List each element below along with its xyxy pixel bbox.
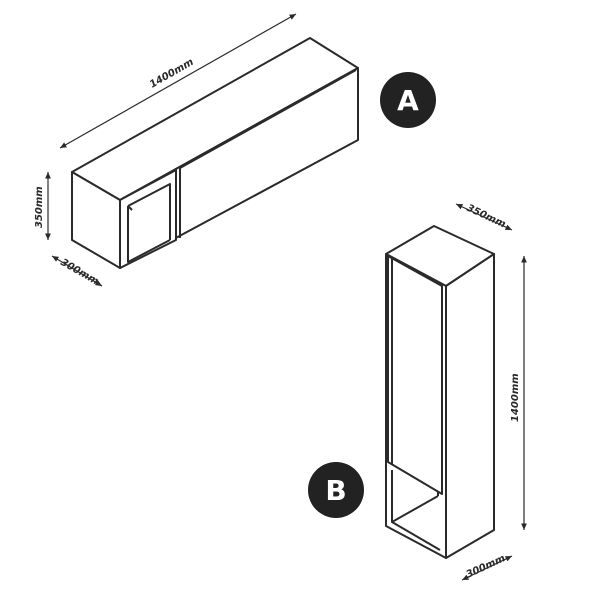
a-length-label: 1400mm — [148, 57, 196, 91]
cabinet-a-shelf-inner — [127, 206, 171, 263]
badge-b-circle — [308, 462, 364, 518]
a-height-label: 350mm — [34, 186, 45, 228]
cabinet-a-shelf-edge — [127, 205, 133, 211]
cabinet-b-depth-dimension: 350mm — [455, 203, 513, 231]
badge-a-letter: A — [397, 84, 419, 117]
cabinet-a-depth-dimension: 300mm — [51, 255, 103, 287]
cabinet-b-shelf-back — [391, 495, 439, 523]
badge-a: A — [380, 72, 436, 128]
b-depth-arrow — [455, 203, 513, 231]
cabinet-b-width-dimension: 300mm — [461, 553, 513, 581]
badge-a-circle — [380, 72, 436, 128]
a-depth-arrow — [51, 255, 103, 287]
b-height-label: 1400mm — [510, 373, 521, 422]
cabinet-b-side-face — [445, 253, 495, 559]
a-length-arrow — [59, 13, 297, 149]
cabinet-b — [385, 225, 495, 559]
cabinet-b-height-dimension: 1400mm — [510, 256, 527, 530]
a-depth-label: 300mm — [59, 257, 101, 287]
cabinet-a — [71, 37, 359, 269]
cabinet-b-door — [387, 255, 443, 495]
b-width-arrow — [461, 555, 513, 581]
b-depth-label: 350mm — [465, 203, 507, 231]
cabinet-a-shelf-back — [127, 183, 171, 240]
b-width-label: 300mm — [465, 553, 507, 581]
badge-b: B — [308, 462, 364, 518]
badge-b-letter: B — [325, 474, 346, 507]
cabinet-a-height-dimension: 350mm — [34, 172, 51, 240]
